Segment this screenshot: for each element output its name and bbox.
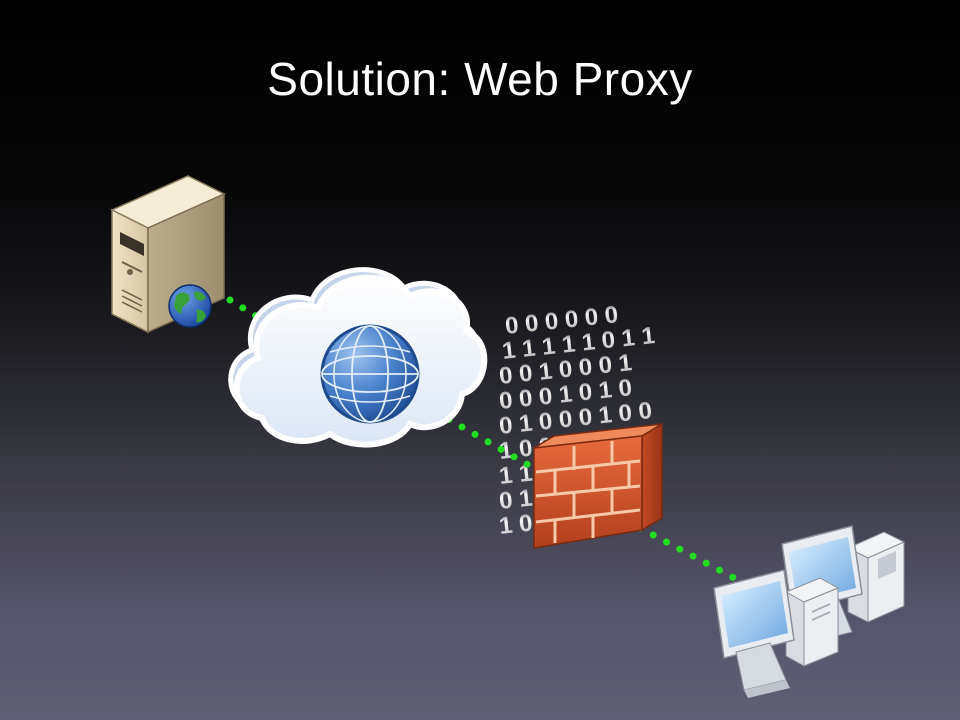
link-cloud-to-firewall — [432, 408, 534, 470]
front-monitor — [713, 569, 795, 698]
firewall-icon — [533, 422, 663, 549]
internet-globe-icon — [320, 324, 420, 424]
client-computers-icon — [713, 525, 906, 698]
earth-globe-icon — [168, 284, 212, 328]
link-firewall-to-clients — [636, 524, 742, 584]
front-tower — [784, 577, 840, 667]
slide-title: Solution: Web Proxy — [267, 53, 693, 105]
back-tower — [846, 531, 906, 623]
